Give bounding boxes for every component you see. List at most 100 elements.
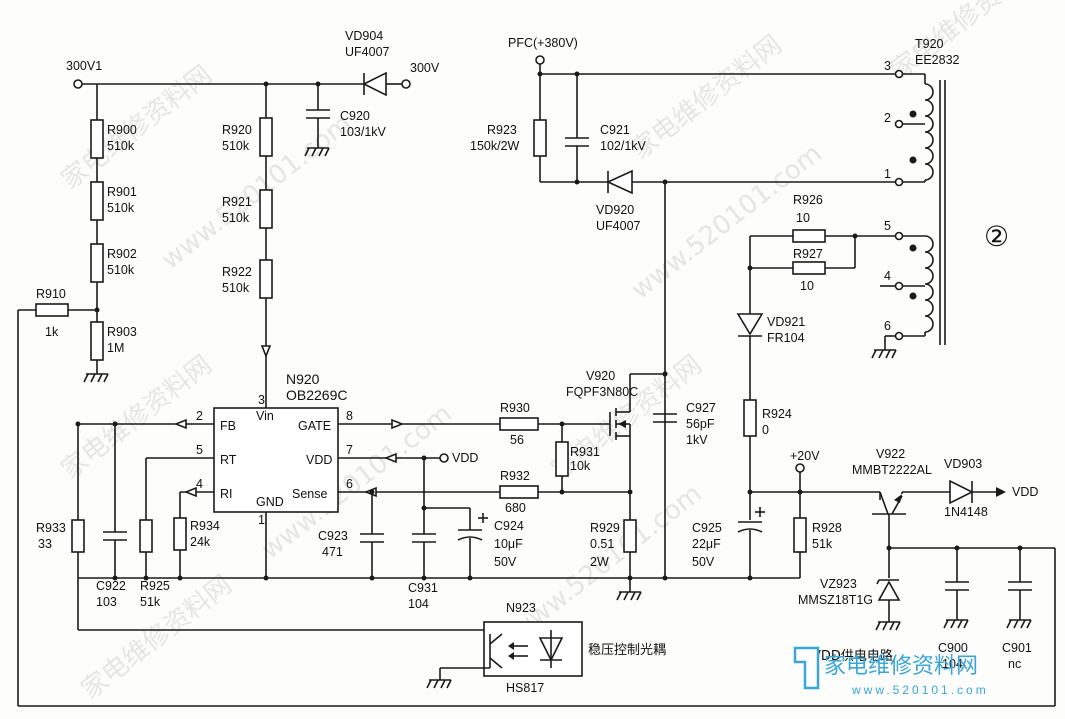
vd904-label: VD904 (345, 29, 383, 43)
c924-label: C924 (494, 519, 524, 533)
r922-value: 510k (222, 281, 250, 295)
resistor-r933 (71, 519, 85, 553)
resistor-r902 (90, 243, 104, 283)
ic-pin-number-1: 1 (258, 513, 265, 527)
r930-label: R930 (500, 401, 530, 415)
c900-label: C900 (938, 641, 968, 655)
r924-label: R924 (762, 407, 792, 421)
r926-label: R926 (793, 193, 823, 207)
r925-label: R925 (140, 579, 170, 593)
n923-value: HS817 (506, 681, 544, 695)
ic-pin-sense: Sense (292, 487, 327, 501)
c922-label: C922 (96, 579, 126, 593)
ic-pin-number-7: 7 (346, 443, 353, 457)
r933-value: 33 (38, 537, 52, 551)
vd904-value: UF4007 (345, 45, 390, 59)
n923-label: N923 (506, 601, 536, 615)
labels: 300V1 300V PFC(+380V) VD904 UF4007 C920 … (36, 29, 1038, 695)
snubber-network (533, 55, 895, 578)
r921-label: R921 (222, 195, 252, 209)
c921-value: 102/1kV (600, 139, 647, 153)
r934-label: R934 (190, 519, 220, 533)
n920-value: OB2269C (286, 387, 347, 403)
node-label-300v: 300V (410, 61, 440, 75)
c901-value: nc (1008, 657, 1021, 671)
ic-pin-rt: RT (220, 453, 237, 467)
ic-pin-number-2: 2 (196, 409, 203, 423)
v922-value: MMBT2222AL (852, 463, 932, 477)
site-logo: 家电维修资料网 www.520101.com (793, 646, 986, 697)
r929-label: R929 (590, 521, 620, 535)
vdd-node-label: VDD (452, 451, 478, 465)
resistor-r924 (743, 399, 757, 437)
t920-label: T920 (915, 37, 944, 51)
c922-value: 103 (96, 595, 117, 609)
c925-label: C925 (692, 521, 722, 535)
r926-value: 10 (796, 211, 810, 225)
r929-value: 0.51 (590, 537, 614, 551)
resistor-r934 (173, 517, 187, 551)
resistor-r903 (90, 321, 104, 361)
c924-value: 10μF (494, 537, 523, 551)
ic-pin-fb: FB (220, 419, 236, 433)
v920-value: FQPF3N80C (566, 385, 638, 399)
vdd-supply-caption: VDD供电电路 (812, 648, 893, 664)
node-label-300v1: 300V1 (66, 59, 102, 73)
r902-value: 510k (107, 263, 135, 277)
r923-label: R923 (487, 123, 517, 137)
r910-label: R910 (36, 287, 66, 301)
r900-value: 510k (107, 139, 135, 153)
diode-vd903 (949, 479, 974, 505)
ic-pin-number-6: 6 (346, 477, 353, 491)
vz923-label: VZ923 (820, 577, 857, 591)
t920-pin3: 3 (884, 59, 891, 73)
r927-value: 10 (800, 279, 814, 293)
node-label-pfc: PFC(+380V) (508, 36, 578, 50)
c901-label: C901 (1002, 641, 1032, 655)
fb-rt-ri-network (71, 421, 800, 631)
r902-label: R902 (107, 247, 137, 261)
divider-chain-left (17, 79, 1055, 707)
r930-value: 56 (510, 433, 524, 447)
resistor-r910 (35, 303, 69, 317)
mosfet-stage (499, 371, 677, 601)
ic-n920 (78, 407, 500, 578)
resistor-r931 (555, 441, 569, 477)
c921-label: C921 (600, 123, 630, 137)
r931-label: R931 (570, 445, 600, 459)
ic-pin-number-8: 8 (346, 409, 353, 423)
optocoupler-n923 (426, 621, 583, 689)
c931-value: 104 (408, 597, 429, 611)
ic-pin-vdd: VDD (306, 453, 332, 467)
r934-value: 24k (190, 535, 211, 549)
r932-value: 680 (505, 501, 526, 515)
page-number-marker: ② (984, 221, 1009, 252)
optocoupler-caption: 稳压控制光耦 (588, 642, 666, 658)
vd903-value: 1N4148 (944, 505, 988, 519)
r921-value: 510k (222, 211, 250, 225)
c923-value: 471 (322, 545, 343, 559)
ic-pin-number-4: 4 (196, 477, 203, 491)
c924-voltage: 50V (494, 555, 517, 569)
r931-value: 10k (570, 459, 591, 473)
resistor-r926 (792, 229, 826, 243)
divider-chain-vin (259, 81, 273, 408)
vdd-supply-circuit (737, 463, 1056, 706)
t920-pin6: 6 (884, 319, 891, 333)
r920-value: 510k (222, 139, 250, 153)
r920-label: R920 (222, 123, 252, 137)
r928-label: R928 (812, 521, 842, 535)
ic-pin-number-5: 5 (196, 443, 203, 457)
r900-label: R900 (107, 123, 137, 137)
logo-mark-icon (793, 646, 820, 690)
watermark-text: 家电维修资料网 (886, 0, 1048, 86)
t920-pin4: 4 (884, 269, 891, 283)
c927-label: C927 (686, 401, 716, 415)
resistor-r927 (792, 261, 826, 275)
c925-voltage: 50V (692, 555, 715, 569)
resistor-r929 (623, 519, 637, 553)
r928-value: 51k (812, 537, 833, 551)
r929-wattage: 2W (590, 555, 609, 569)
